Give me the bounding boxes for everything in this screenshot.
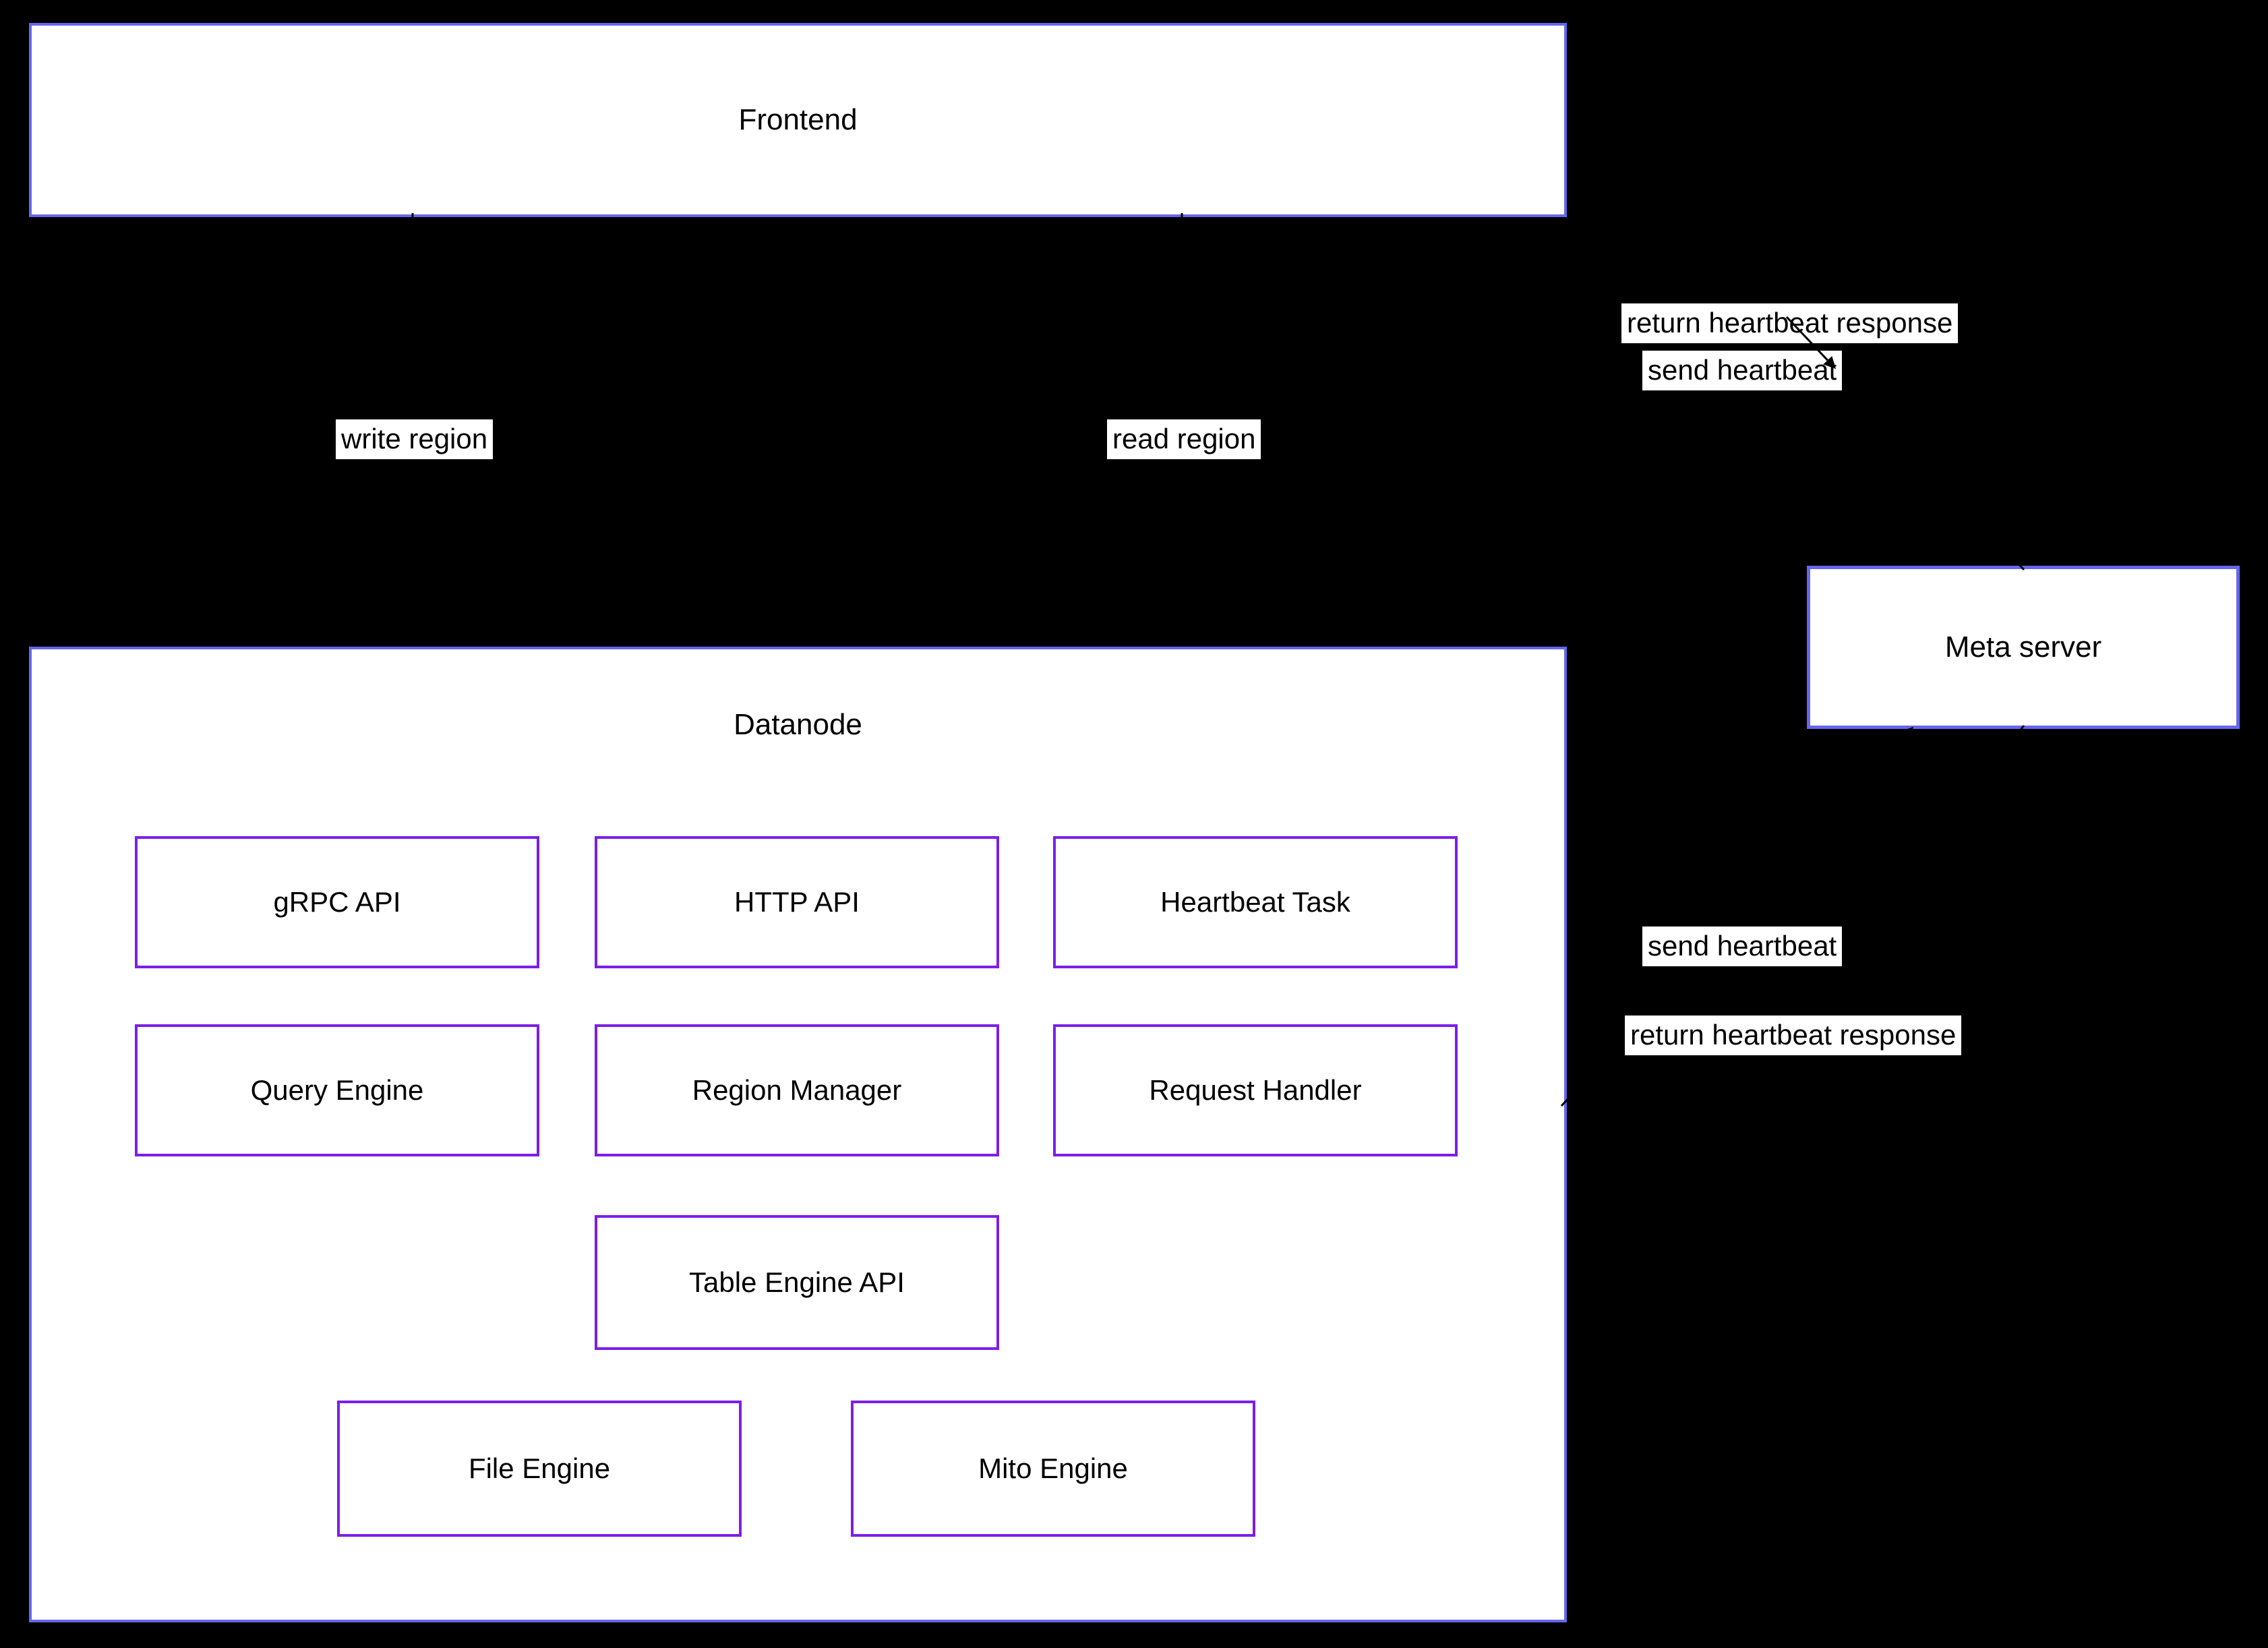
node-datanode-label: Datanode: [734, 708, 862, 741]
node-grpc-api-label: gRPC API: [273, 885, 401, 918]
edge-label-frontend-send-heartbeat: send heartbeat: [1642, 351, 1843, 390]
node-region-manager-label: Region Manager: [692, 1073, 902, 1106]
node-region-manager: Region Manager: [595, 1024, 999, 1156]
node-heartbeat-task-label: Heartbeat Task: [1160, 885, 1350, 918]
node-mito-engine-label: Mito Engine: [978, 1452, 1128, 1484]
edge-frontend-send-heartbeat-line: [1880, 475, 1913, 562]
node-frontend: Frontend: [29, 23, 1567, 217]
node-table-engine-api-label: Table Engine API: [689, 1266, 905, 1298]
edge-label-datanode-return-heartbeat: return heartbeat response: [1625, 1016, 1962, 1055]
node-frontend-label: Frontend: [738, 102, 858, 136]
edge-label-read-region: read region: [1107, 419, 1261, 459]
edge-label-frontend-return-heartbeat: return heartbeat response: [1621, 303, 1959, 343]
node-request-handler-label: Request Handler: [1149, 1073, 1362, 1106]
edge-frontend-return-heartbeat-line: [1697, 222, 2025, 571]
node-meta-server: Meta server: [1807, 566, 2240, 729]
edge-label-write-region: write region: [336, 419, 494, 459]
node-http-api-label: HTTP API: [734, 885, 860, 918]
node-meta-server-label: Meta server: [1944, 630, 2102, 664]
node-request-handler: Request Handler: [1053, 1024, 1458, 1156]
node-query-engine-label: Query Engine: [250, 1073, 424, 1106]
node-http-api: HTTP API: [595, 836, 999, 968]
node-grpc-api: gRPC API: [135, 836, 539, 968]
node-heartbeat-task: Heartbeat Task: [1053, 836, 1458, 968]
node-file-engine-label: File Engine: [468, 1452, 611, 1484]
node-file-engine: File Engine: [337, 1401, 742, 1537]
edge-label-datanode-send-heartbeat: send heartbeat: [1642, 926, 1843, 966]
node-query-engine: Query Engine: [135, 1024, 539, 1156]
node-mito-engine: Mito Engine: [851, 1401, 1255, 1537]
node-table-engine-api: Table Engine API: [595, 1215, 999, 1350]
